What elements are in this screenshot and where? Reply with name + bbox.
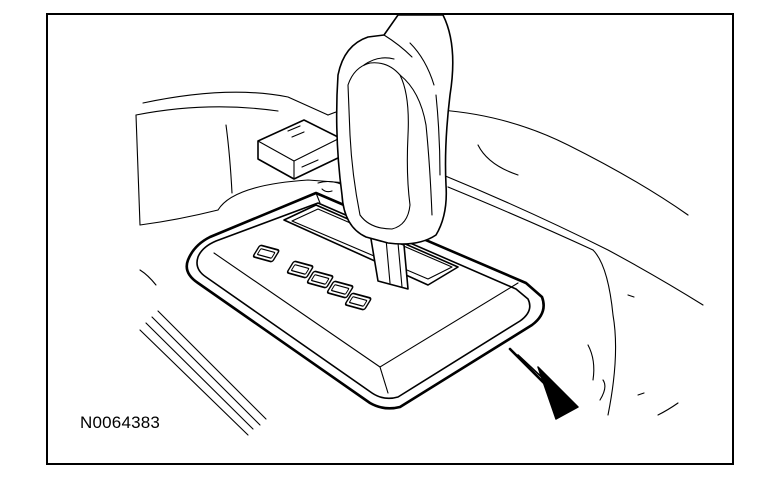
console-switch	[257, 119, 341, 180]
shifter-knob	[335, 15, 454, 245]
gear-indicator-windows	[252, 244, 372, 311]
figure-id-label: N0064383	[80, 413, 161, 432]
console-outline	[135, 91, 704, 416]
callout-arrow	[508, 347, 579, 420]
shifter-bezel-illustration	[135, 15, 704, 436]
shifter-bezel	[185, 191, 545, 410]
console-side-panel	[139, 269, 267, 436]
figure-frame: N0064383	[46, 13, 734, 465]
